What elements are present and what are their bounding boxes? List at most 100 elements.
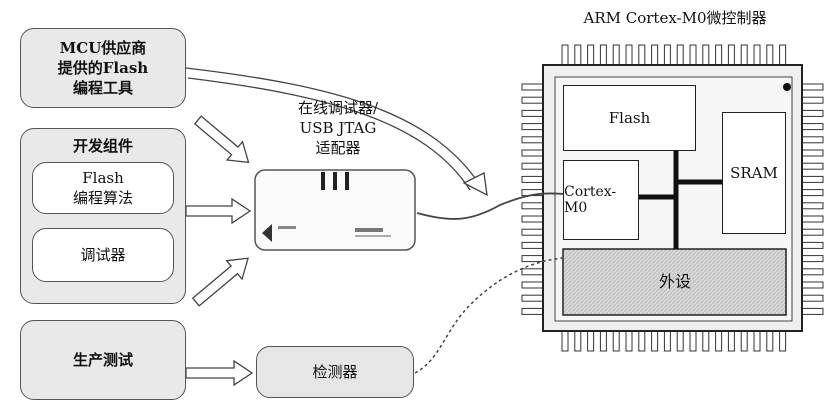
chip-pin xyxy=(587,44,595,66)
chip-pins-right xyxy=(801,83,824,315)
adapter-connector-2 xyxy=(333,172,337,190)
chip-pin xyxy=(638,330,646,352)
chip-pins-left xyxy=(521,83,544,315)
chip-pin xyxy=(801,189,824,197)
chip-pin xyxy=(574,330,582,352)
chip-pin xyxy=(612,330,620,352)
adapter-label: 在线调试器/ USB JTAG 适配器 xyxy=(297,99,379,157)
flash-algorithm-box: Flash 编程算法 xyxy=(32,162,174,214)
chip-pin xyxy=(801,307,824,315)
chip-pin xyxy=(801,202,824,210)
pin1-marker xyxy=(783,83,791,91)
production-test-label: 生产测试 xyxy=(72,351,133,369)
tester-label: 检测器 xyxy=(312,363,358,381)
chip-pin xyxy=(521,281,544,289)
chip-pin xyxy=(521,175,544,183)
arrow-production-to-adapter xyxy=(191,257,249,307)
mcu-title: ARM Cortex-M0微控制器 xyxy=(583,9,767,27)
chip-pin xyxy=(521,162,544,170)
chip-pin xyxy=(801,136,824,144)
chip-pin xyxy=(625,44,633,66)
chip-pin xyxy=(801,96,824,104)
chip-pin xyxy=(521,294,544,302)
chip-pin xyxy=(521,109,544,117)
chip-pin xyxy=(521,228,544,236)
flash-block: Flash xyxy=(563,85,696,151)
chip-pin xyxy=(779,330,787,352)
chip-pin xyxy=(521,149,544,157)
chip-pin xyxy=(715,44,723,66)
chip-pin xyxy=(727,330,735,352)
chip-pin xyxy=(702,330,710,352)
chip-pin xyxy=(740,330,748,352)
chip-pin xyxy=(779,44,787,66)
chip-pin xyxy=(801,241,824,249)
chip-pin xyxy=(651,330,659,352)
chip-pin xyxy=(521,215,544,223)
sram-block: SRAM xyxy=(722,112,786,234)
chip-pin xyxy=(638,44,646,66)
chip-pin xyxy=(521,96,544,104)
chip-pin xyxy=(689,44,697,66)
chip-pin xyxy=(801,228,824,236)
adapter-connector-3 xyxy=(345,172,349,190)
vendor-flash-tool-label: MCU供应商 提供的Flash 编程工具 xyxy=(57,39,149,97)
chip-pin xyxy=(801,149,824,157)
adapter-cable xyxy=(416,192,564,220)
chip-pin xyxy=(663,44,671,66)
dev-kit-title: 开发组件 xyxy=(72,137,133,155)
adapter-marking-left xyxy=(278,226,296,229)
debugger-box: 调试器 xyxy=(32,228,174,282)
chip-pin xyxy=(702,44,710,66)
chip-pin xyxy=(801,255,824,263)
chip-pin xyxy=(740,44,748,66)
chip-pin xyxy=(521,83,544,91)
production-test-box: 生产测试 xyxy=(20,320,186,400)
chip-pin xyxy=(521,241,544,249)
chip-pin xyxy=(801,268,824,276)
vendor-flash-tool-box: MCU供应商 提供的Flash 编程工具 xyxy=(20,28,186,108)
cortex-m0-core-block: Cortex-M0 xyxy=(563,160,639,240)
chip-pin xyxy=(521,255,544,263)
arrow-devkit-to-adapter xyxy=(185,197,252,225)
chip-pin xyxy=(753,330,761,352)
chip-pin xyxy=(521,307,544,315)
arrow-vendor-to-chip-outline xyxy=(187,77,471,191)
chip-pin xyxy=(521,202,544,210)
adapter-marking-right-2 xyxy=(355,235,391,237)
chip-pin xyxy=(801,175,824,183)
bus-lines xyxy=(638,150,722,249)
peripheral-block xyxy=(562,248,787,316)
chip-pin xyxy=(599,330,607,352)
chip-pin xyxy=(689,330,697,352)
chip-pin xyxy=(561,44,569,66)
chip-pin xyxy=(766,44,774,66)
arrow-vendor-to-adapter xyxy=(193,115,250,164)
chip-pin xyxy=(801,294,824,302)
adapter-connector-1 xyxy=(321,172,325,190)
tester-box: 检测器 xyxy=(256,346,414,398)
chip-pin xyxy=(625,330,633,352)
chip-pin xyxy=(727,44,735,66)
chip-pin xyxy=(801,162,824,170)
chip-pin xyxy=(612,44,620,66)
chip-pin xyxy=(766,330,774,352)
chip-pin xyxy=(587,330,595,352)
chip-pin xyxy=(715,330,723,352)
chip-pin xyxy=(521,123,544,131)
chip-pins-top xyxy=(561,44,787,66)
chip-pin xyxy=(561,330,569,352)
chip-pin xyxy=(651,44,659,66)
chip-pin xyxy=(676,44,684,66)
chip-pin xyxy=(521,136,544,144)
chip-pin xyxy=(801,83,824,91)
tester-dashed-link xyxy=(414,257,564,374)
chip-pin xyxy=(676,330,684,352)
chip-pin xyxy=(801,109,824,117)
peripheral-label: 外设 xyxy=(658,272,691,291)
adapter-logo-icon xyxy=(262,224,272,242)
arrow-production-to-tester xyxy=(185,359,254,387)
chip-pin xyxy=(753,44,761,66)
adapter-marking-right xyxy=(355,228,383,232)
chip-pin xyxy=(599,44,607,66)
